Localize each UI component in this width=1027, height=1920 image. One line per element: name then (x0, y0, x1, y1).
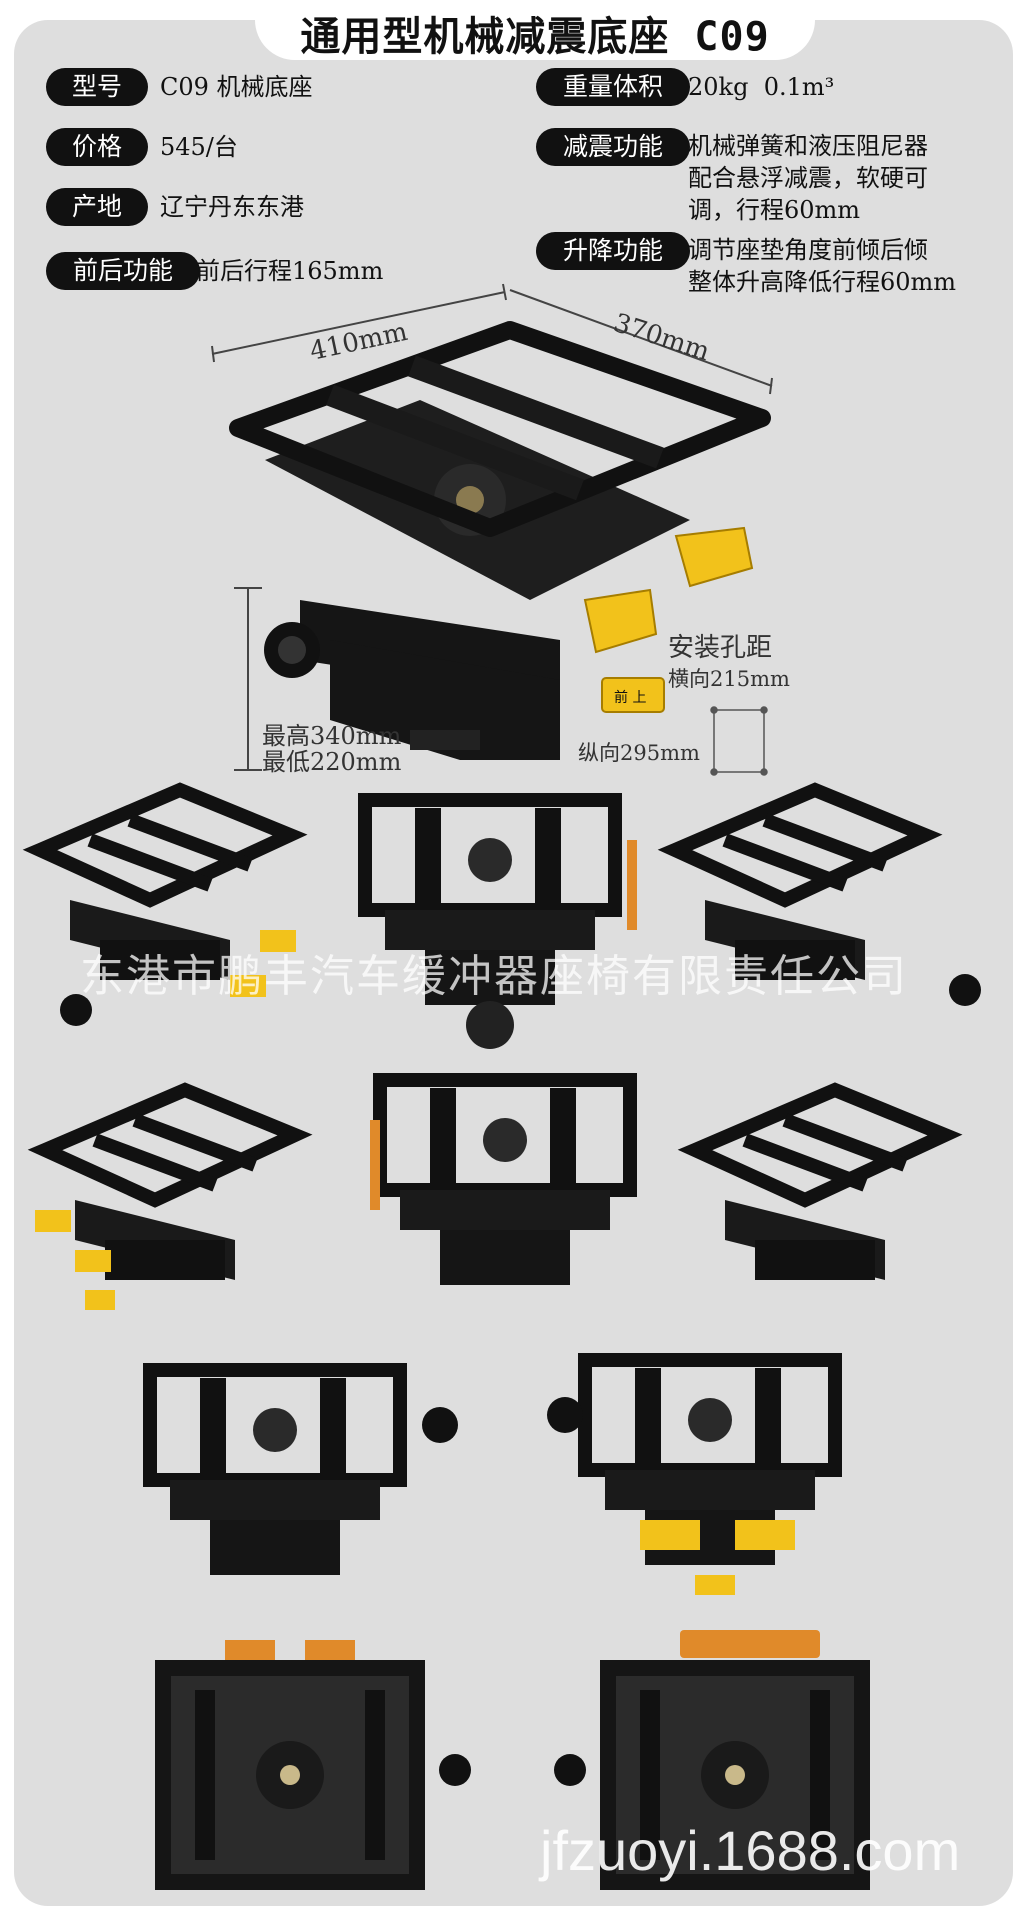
page-title: 通用型机械减震底座 C09 (300, 14, 770, 60)
spec-value-lift-2: 整体升高降低行程60mm (688, 268, 957, 296)
hole-title: 安装孔距 (668, 633, 772, 663)
spec-label-fore-aft: 前后功能 (46, 252, 200, 290)
spec-value-origin: 辽宁丹东东港 (160, 193, 304, 221)
pedal-label: 前 上 (614, 689, 646, 706)
dim-depth: 370mm (610, 308, 713, 367)
dim-max-height: 最高340mm (262, 722, 402, 750)
frame-crossbars (326, 355, 664, 501)
spec-label-origin: 产地 (46, 188, 148, 226)
company-watermark: 东港市鹏丰汽车缓冲器座椅有限责任公司 (80, 951, 908, 1002)
view-iso-left-2 (35, 1090, 295, 1310)
spec-label-weight: 重量体积 (536, 68, 690, 106)
view-top-1 (155, 1640, 471, 1890)
view-side-left (150, 1370, 458, 1575)
store-url-watermark: jfzuoyi.1688.com (540, 1819, 961, 1882)
dimension-lines (211, 283, 773, 771)
view-top-2 (554, 1630, 870, 1890)
adjust-knob-icon (264, 622, 320, 678)
yellow-pedals (583, 526, 754, 713)
title-tab (255, 0, 815, 60)
view-iso-right-1 (675, 790, 981, 1006)
spec-value-price: 545/台 (160, 133, 238, 161)
spec-value-lift-1: 调节座垫角度前倾后倾 (688, 236, 928, 264)
spec-label-model: 型号 (46, 68, 148, 106)
dim-min-height: 最低220mm (262, 748, 402, 776)
spec-value-damping-3: 调，行程60mm (688, 196, 861, 224)
spec-label-price: 价格 (46, 128, 148, 166)
mechanism (265, 400, 690, 600)
main-product-illustration: 前 上 410mm 370mm 最高340mm 最低220mm 安装孔距 横向2… (211, 283, 790, 776)
view-iso-left-1 (40, 790, 296, 1026)
spec-label-lift: 升降功能 (536, 232, 690, 270)
spec-value-weight: 20kg 0.1m³ (688, 73, 835, 101)
spec-value-fore-aft: 前后行程165mm (196, 257, 384, 285)
spec-label-damping: 减震功能 (536, 128, 690, 166)
hole-vertical: 纵向295mm (578, 741, 700, 765)
product-views-grid (0, 780, 981, 1890)
spec-value-model: C09 机械底座 (160, 73, 313, 101)
view-iso-right-2 (695, 1090, 945, 1280)
spec-value-damping-1: 机械弹簧和液压阻尼器 (688, 132, 928, 160)
hole-pattern-diagram (710, 706, 768, 776)
view-front-1 (365, 800, 637, 1049)
hole-horizontal: 横向215mm (668, 667, 790, 691)
spec-value-damping-2: 配合悬浮减震，软硬可 (688, 164, 928, 192)
view-front-2 (370, 1080, 630, 1285)
scissor-base (300, 600, 560, 760)
view-side-right (547, 1360, 835, 1595)
dim-width: 410mm (307, 317, 410, 367)
